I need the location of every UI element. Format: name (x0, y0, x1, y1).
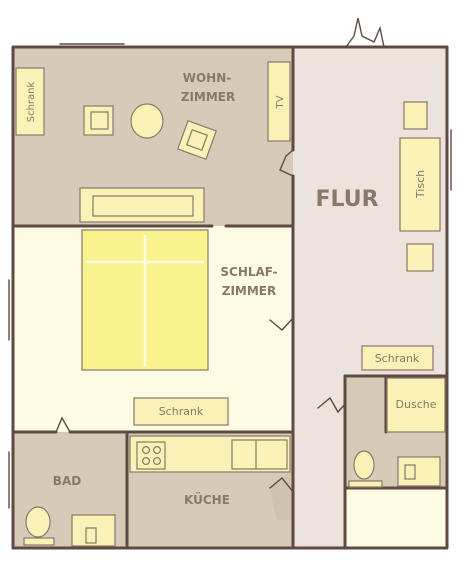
burner-1 (142, 446, 151, 455)
toilet-shower-tank (348, 480, 383, 488)
label-kueche: KÜCHE (184, 492, 230, 507)
tisch-table (399, 137, 441, 232)
burner-4 (153, 457, 162, 466)
armchair-right (177, 120, 217, 160)
walls (11, 45, 449, 550)
schrank-bedroom (133, 397, 229, 426)
sketch-marks (8, 17, 452, 509)
wall-patch (262, 164, 293, 226)
stove (136, 441, 166, 470)
burner-2 (153, 446, 162, 455)
label-schrank-bedroom: Schrank (159, 405, 204, 418)
wall-patch-kitchen (270, 470, 293, 520)
room-labels: WOHN- ZIMMER FLUR SCHLAF- ZIMMER BAD KÜC… (53, 71, 379, 507)
furniture-labels: Schrank TV Tisch Schrank Dusche Schrank (26, 82, 437, 418)
coffee-table (130, 103, 164, 139)
armchair-left-seat (90, 111, 109, 130)
dusche-shower (386, 377, 446, 433)
label-flur: FLUR (315, 187, 378, 212)
outer-wall (11, 45, 449, 550)
small-room-floor (345, 488, 447, 548)
label-wohnzimmer-2: ZIMMER (181, 90, 236, 104)
crack-hall-lower (317, 396, 346, 414)
label-schrank-living: Schrank (26, 82, 37, 123)
crack-top (345, 17, 385, 48)
crack-bath (55, 416, 71, 433)
crack-kitchen (269, 477, 294, 493)
toilet-bathroom (25, 506, 51, 538)
tv-unit (267, 61, 291, 142)
label-schrank-hall: Schrank (375, 352, 420, 365)
sink-shower-room (397, 456, 441, 487)
sofa-seat (92, 195, 194, 217)
burner-3 (142, 457, 151, 466)
schrank-living (15, 67, 45, 136)
floors (14, 48, 447, 548)
label-bad: BAD (53, 474, 81, 488)
stool-top (403, 101, 428, 130)
label-dusche: Dusche (396, 398, 437, 411)
bed (81, 229, 209, 371)
toilet-bathroom-tank (23, 537, 55, 546)
label-tv: TV (275, 95, 286, 109)
furniture (15, 61, 446, 547)
kitchen-sink (231, 439, 288, 470)
stool-bottom (406, 243, 434, 272)
label-schlafzimmer-2: ZIMMER (222, 284, 277, 298)
sink-shower-basin (404, 464, 416, 480)
crack-bedroom (269, 317, 294, 331)
label-tisch: Tisch (414, 170, 427, 199)
toilet-shower-room (353, 450, 375, 480)
label-schlafzimmer-1: SCHLAF- (220, 265, 277, 279)
crack-hall (279, 149, 294, 177)
label-wohnzimmer-1: WOHN- (183, 71, 232, 85)
schrank-hall (361, 345, 434, 371)
sink-bathroom-basin (85, 527, 97, 544)
